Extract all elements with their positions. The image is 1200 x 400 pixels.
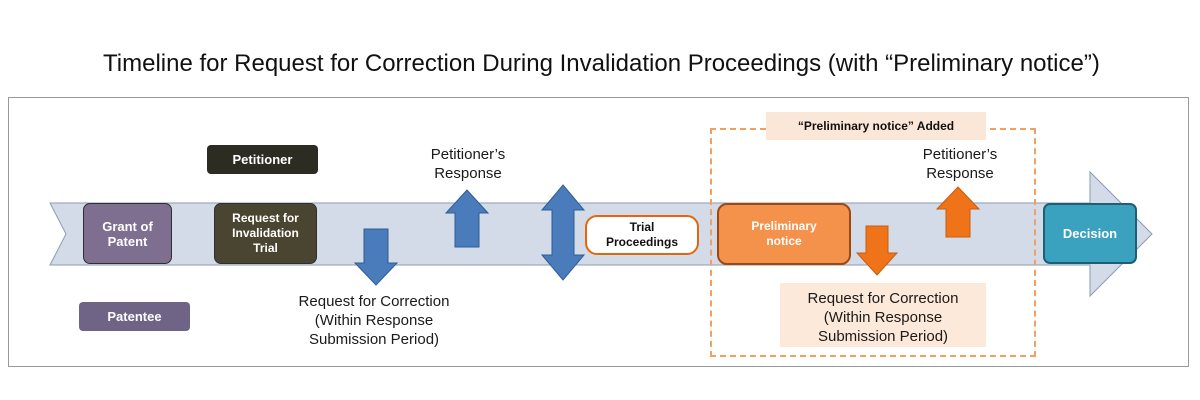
decision-box: Decision: [1043, 203, 1137, 264]
petitioner-label: Petitioner: [207, 145, 318, 174]
request-correction-down-arrow: [353, 228, 399, 286]
petitioner-response-up-arrow: [444, 189, 490, 248]
decision-text: Decision: [1062, 226, 1118, 241]
grant-of-patent-text: Grant of Patent: [102, 218, 153, 249]
request-for-correction-2-label: Request for Correction (Within Response …: [780, 283, 986, 347]
petitioner-response-2-up-arrow: [935, 186, 981, 238]
preliminary-notice-box: Preliminary notice: [717, 203, 851, 265]
preliminary-notice-added-label: “Preliminary notice” Added: [766, 112, 986, 140]
diagram-frame: [8, 97, 1189, 367]
request-for-correction-label: Request for Correction (Within Response …: [298, 293, 450, 348]
petitioner-response-label: Petitioner’s Response: [430, 146, 506, 182]
request-correction-2-down-arrow: [855, 225, 899, 276]
trial-proceedings-text: Trial Proceedings: [605, 220, 679, 249]
trial-proceedings-box: Trial Proceedings: [585, 215, 699, 255]
diagram-title: Timeline for Request for Correction Duri…: [103, 50, 1100, 77]
trial-double-arrow: [540, 184, 586, 281]
patentee-label: Patentee: [79, 302, 190, 331]
grant-of-patent-box: Grant of Patent: [83, 203, 172, 264]
request-for-invalidation-trial-box: Request for Invalidation Trial: [214, 203, 317, 264]
petitioner-response-2-label: Petitioner’s Response: [922, 146, 998, 182]
preliminary-notice-text: Preliminary notice: [751, 219, 817, 248]
request-trial-text: Request for Invalidation Trial: [232, 211, 299, 255]
